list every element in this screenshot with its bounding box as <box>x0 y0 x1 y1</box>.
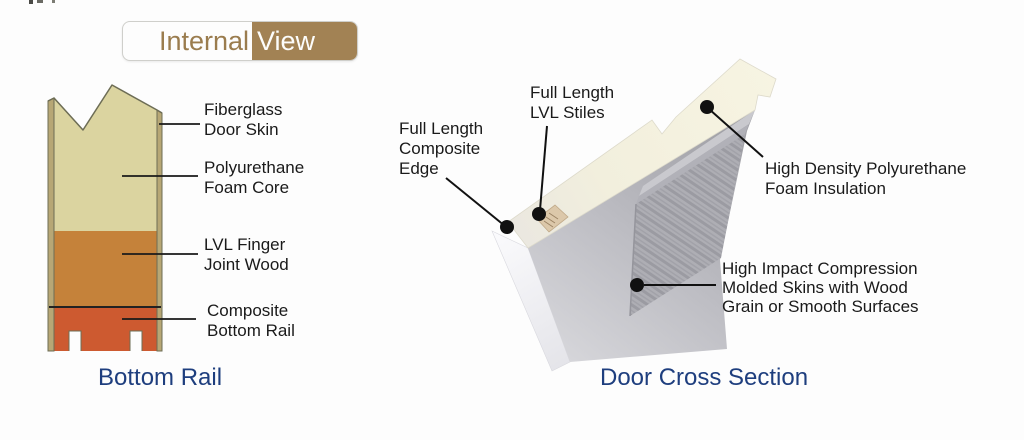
badge-view-label: View <box>252 22 357 60</box>
composite-rail-section <box>54 307 157 351</box>
door-molding-step-2 <box>636 124 749 204</box>
callout-dot-foam-insulation <box>700 100 714 114</box>
door-molding-step-1 <box>639 110 755 196</box>
bar-top-outline <box>47 84 163 131</box>
label-full-length-composite-edge: Full Length Composite Edge <box>399 119 484 178</box>
rail-notch-outlines <box>68 330 143 351</box>
door-cross-section-caption: Door Cross Section <box>600 364 809 391</box>
callout-line-foam-insulation <box>708 108 764 158</box>
label-polyurethane-foam-core: Polyurethane Foam Core <box>204 158 305 197</box>
fiberglass-skin-right <box>156 109 163 352</box>
internal-view-badge: Internal View <box>122 21 358 61</box>
callout-line-lvl-stiles <box>539 125 548 211</box>
bottom-rail-caption: Bottom Rail <box>98 364 223 391</box>
callout-line-composite-edge <box>445 177 506 227</box>
callout-dot-molded-skins <box>630 278 644 292</box>
bottom-rail-diagram <box>47 84 163 352</box>
video-artifact <box>29 0 55 4</box>
label-lvl-finger-joint-wood: LVL Finger Joint Wood <box>204 235 289 274</box>
bottom-rail-callout-lines <box>122 123 200 320</box>
callout-dot-lvl-stiles <box>532 207 546 221</box>
door-lvl-stile-joint-marks <box>543 212 559 228</box>
label-composite-bottom-rail: Composite Bottom Rail <box>207 301 295 340</box>
callout-dot-composite-edge <box>500 220 514 234</box>
door-lvl-stile-block <box>536 204 569 233</box>
lvl-wood-section <box>54 231 157 307</box>
door-callouts <box>445 100 764 292</box>
label-full-length-lvl-stiles: Full Length LVL Stiles <box>530 83 615 122</box>
fiberglass-skin-left <box>47 97 55 352</box>
label-fiberglass-door-skin: Fiberglass Door Skin <box>204 100 283 139</box>
badge-internal-label: Internal <box>158 25 249 56</box>
door-panel-groove <box>629 203 637 317</box>
door-wood-grain-panel <box>630 134 745 316</box>
label-high-density-foam-insulation: High Density Polyurethane Foam Insulatio… <box>765 159 967 198</box>
foam-core-section <box>54 85 157 231</box>
label-high-impact-molded-skins: High Impact Compression Molded Skins wit… <box>722 259 919 316</box>
